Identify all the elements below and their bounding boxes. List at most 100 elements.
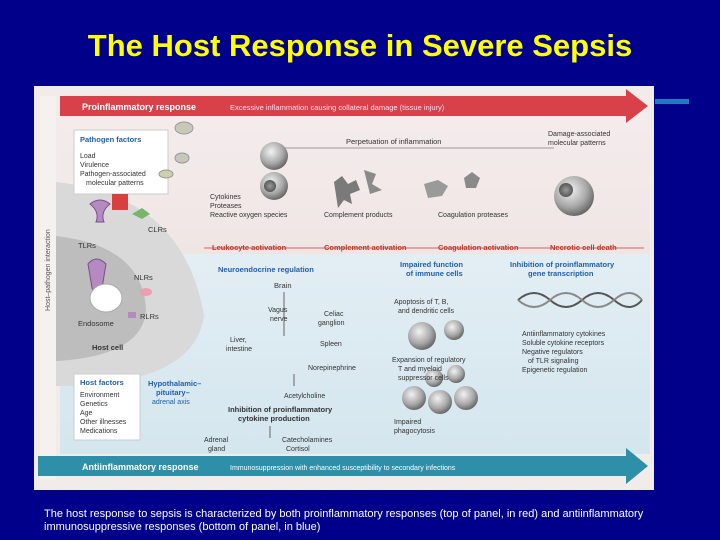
suppressor-cell-icon bbox=[425, 369, 443, 387]
host-factor-item: Other illnesses bbox=[80, 419, 127, 426]
bacterium-icon bbox=[174, 121, 194, 135]
pathogen-factor-item: Pathogen-associated bbox=[80, 171, 146, 178]
inhibition-cytokine-label: cytokine production bbox=[238, 414, 310, 423]
lymphocyte-cell-icon bbox=[444, 320, 464, 340]
complement-activation-label: Complement activation bbox=[324, 243, 407, 252]
liver-intestine-label: intestine bbox=[226, 346, 252, 353]
bacterium-icon bbox=[174, 152, 190, 164]
impaired-phagocytosis-label: Impaired bbox=[394, 419, 421, 426]
impaired-function-label: Impaired function bbox=[400, 260, 463, 269]
norepinephrine-label: Norepinephrine bbox=[308, 365, 356, 372]
leukocyte-cell-icon bbox=[260, 142, 288, 170]
side-label: Host–pathogen interaction bbox=[45, 229, 52, 311]
complement-complex-icon bbox=[334, 176, 360, 208]
host-factor-item: Environment bbox=[80, 392, 119, 399]
pathogen-factors-title: Pathogen factors bbox=[80, 135, 141, 144]
rlrs-label: RLRs bbox=[140, 312, 159, 321]
apoptosis-label: Apoptosis of T, B, bbox=[394, 299, 448, 306]
host-factor-item: Medications bbox=[80, 428, 118, 435]
title-accent-rule bbox=[655, 99, 689, 104]
slide-caption: The host response to sepsis is character… bbox=[44, 508, 644, 533]
antiinflammatory-item: Negative regulators bbox=[522, 349, 583, 356]
endosome-label: Endosome bbox=[78, 319, 114, 328]
lymphocyte-cell-icon bbox=[408, 322, 436, 350]
brain-label: Brain bbox=[274, 281, 292, 290]
bacterium-icon bbox=[158, 169, 174, 179]
inhibition-gene-label: Inhibition of proinflammatory bbox=[510, 260, 615, 269]
phagocyte-cell-icon bbox=[402, 386, 426, 410]
antiinflammatory-arrow bbox=[38, 448, 648, 484]
antiinflammatory-label: Antiinflammatory response bbox=[82, 462, 199, 472]
hpa-axis-label: Hypothalamic– bbox=[148, 379, 201, 388]
antiinflammatory-text: Immunosuppression with enhanced suscepti… bbox=[230, 465, 456, 472]
complement-products-label: Complement products bbox=[324, 212, 393, 219]
pathogen-arrow-icon bbox=[112, 194, 128, 210]
acetylcholine-label: Acetylcholine bbox=[284, 393, 325, 400]
host-factor-item: Age bbox=[80, 410, 93, 417]
tlrs-label: TLRs bbox=[78, 241, 96, 250]
host-cell-label: Host cell bbox=[92, 343, 123, 352]
hpa-axis-label: pituitary– bbox=[156, 388, 190, 397]
coagulation-icon bbox=[424, 180, 448, 198]
proinflammatory-arrow bbox=[60, 89, 648, 123]
hpa-axis-label: adrenal axis bbox=[152, 399, 190, 406]
adrenal-gland-label: Adrenal bbox=[204, 437, 229, 444]
catecholamines-label: Catecholamines bbox=[282, 437, 333, 444]
neuroendocrine-label: Neuroendocrine regulation bbox=[218, 265, 314, 274]
necrotic-cell-death-label: Necrotic cell death bbox=[550, 243, 617, 252]
perpetuation-label: Perpetuation of inflammation bbox=[346, 137, 441, 146]
inhibition-gene-label: gene transcription bbox=[528, 269, 594, 278]
dna-helix-icon bbox=[517, 292, 643, 308]
mediator-label: Proteases bbox=[210, 203, 242, 210]
liver-intestine-label: Liver, bbox=[230, 337, 247, 344]
vagus-nerve-label: Vagus bbox=[268, 307, 288, 314]
celiac-ganglion-label: ganglion bbox=[318, 320, 345, 327]
antiinflammatory-item: Epigenetic regulation bbox=[522, 367, 587, 374]
impaired-phagocytosis-label: phagocytosis bbox=[394, 428, 435, 435]
tlr-receptor-icon bbox=[89, 199, 111, 223]
host-response-diagram: Host–pathogen interaction Proinflammator… bbox=[34, 86, 654, 490]
cell-nucleus-icon bbox=[559, 183, 573, 197]
coagulation-proteases-label: Coagulation proteases bbox=[438, 212, 509, 219]
nlr-icon bbox=[140, 288, 152, 296]
side-strip bbox=[40, 96, 56, 480]
suppressor-cell-icon bbox=[447, 365, 465, 383]
apoptosis-label: and dendritic cells bbox=[398, 308, 455, 315]
complement-complex-icon bbox=[364, 170, 382, 194]
mediator-label: Reactive oxygen species bbox=[210, 212, 288, 219]
coagulation-icon bbox=[464, 172, 480, 188]
mediator-label: Cytokines bbox=[210, 194, 241, 201]
host-factors-title: Host factors bbox=[80, 378, 124, 387]
impaired-function-label: of immune cells bbox=[406, 269, 463, 278]
endosome-icon bbox=[89, 283, 123, 313]
host-factor-item: Genetics bbox=[80, 401, 108, 408]
cortisol-label: Cortisol bbox=[286, 446, 310, 453]
pathogen-factor-item: molecular patterns bbox=[86, 180, 144, 187]
clrs-label: CLRs bbox=[148, 225, 167, 234]
celiac-ganglion-label: Celiac bbox=[324, 311, 344, 318]
proinflammatory-label: Proinflammatory response bbox=[82, 102, 196, 112]
nlrs-label: NLRs bbox=[134, 273, 153, 282]
pathogen-factors-box bbox=[73, 129, 169, 195]
cell-nucleus-icon bbox=[264, 180, 276, 192]
damp-label: Damage-associated bbox=[548, 131, 610, 138]
inhibition-cytokine-label: Inhibition of proinflammatory bbox=[228, 405, 333, 414]
pathogen-factor-item: Load bbox=[80, 153, 96, 160]
antiinflammatory-item: Soluble cytokine receptors bbox=[522, 340, 605, 347]
necrotic-cell-icon bbox=[554, 176, 594, 216]
proinflammatory-text: Excessive inflammation causing collatera… bbox=[230, 103, 445, 112]
host-factors-box bbox=[73, 373, 141, 441]
coagulation-activation-label: Coagulation activation bbox=[438, 243, 519, 252]
diagram-panel: Host–pathogen interaction Proinflammator… bbox=[34, 86, 654, 490]
vagus-nerve-label: nerve bbox=[270, 316, 288, 323]
antiinflammatory-item: of TLR signaling bbox=[528, 358, 579, 365]
pathogen-factor-item: Virulence bbox=[80, 162, 109, 169]
expansion-label: Expansion of regulatory bbox=[392, 357, 466, 364]
leukocyte-activation-label: Leukocyte activation bbox=[212, 243, 287, 252]
rlr-icon bbox=[128, 312, 136, 318]
expansion-label: T and myeloid bbox=[398, 366, 442, 373]
damp-label: molecular patterns bbox=[548, 140, 606, 147]
antiinflammatory-item: Antiinflammatory cytokines bbox=[522, 331, 606, 338]
expansion-label: suppressor cells bbox=[398, 375, 449, 382]
phagocyte-cell-icon bbox=[428, 390, 452, 414]
